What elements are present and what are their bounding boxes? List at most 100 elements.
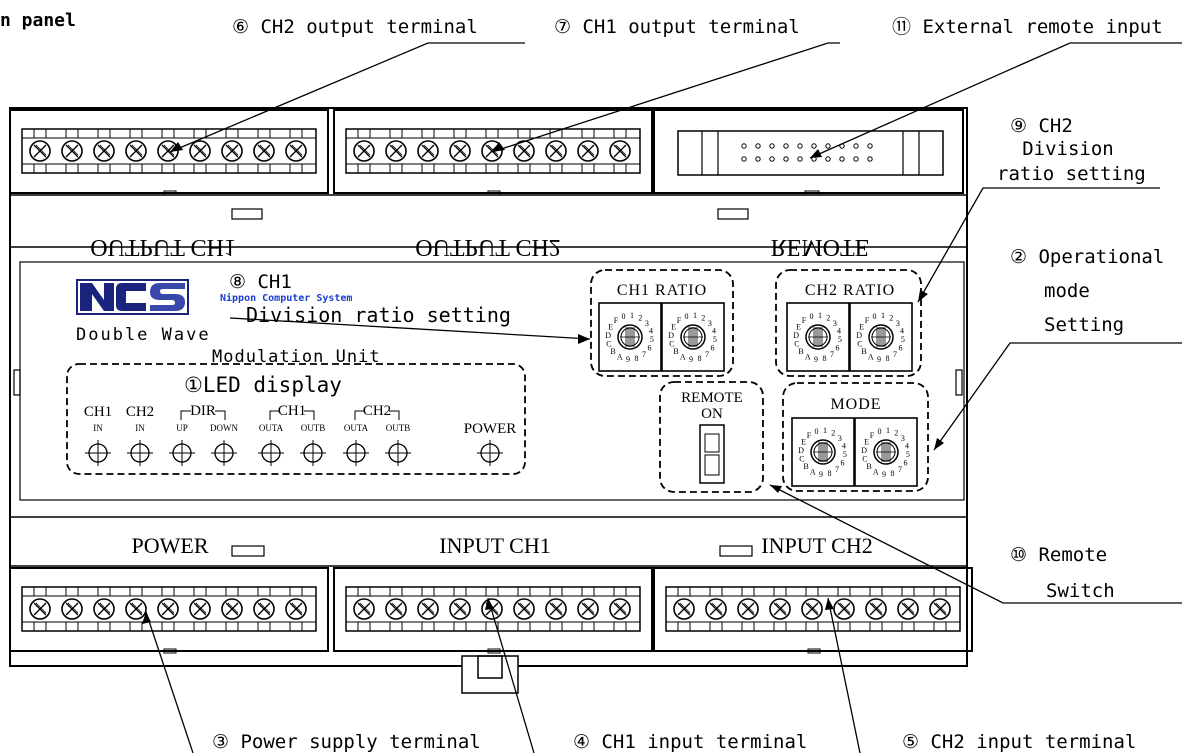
led-label-sub: IN	[93, 423, 103, 433]
callout-ch2-division-l1: ⑨ CH2	[1010, 115, 1073, 137]
terminal-screw[interactable]	[897, 598, 919, 620]
svg-text:5: 5	[838, 335, 842, 344]
terminal-screw[interactable]	[157, 598, 179, 620]
terminal-screw[interactable]	[125, 140, 147, 162]
terminal-screw[interactable]	[833, 598, 855, 620]
led-indicator	[385, 440, 411, 466]
terminal-screw[interactable]	[253, 598, 275, 620]
label-output-ch1: OUTPUT CH1	[90, 234, 236, 260]
svg-text:6: 6	[710, 343, 714, 352]
terminal-screw[interactable]	[221, 598, 243, 620]
terminal-screw[interactable]	[157, 140, 179, 162]
svg-text:F: F	[802, 316, 807, 325]
svg-text:9: 9	[882, 470, 886, 479]
terminal-screw[interactable]	[865, 598, 887, 620]
terminal-screw[interactable]	[353, 598, 375, 620]
terminal-screw[interactable]	[449, 140, 471, 162]
svg-text:C: C	[799, 455, 804, 464]
svg-text:E: E	[859, 323, 864, 332]
led-group-bracket: DIR	[180, 403, 226, 420]
svg-text:1: 1	[630, 311, 634, 320]
connector-pin	[783, 143, 789, 149]
led-indicator	[127, 440, 153, 466]
ch1-ratio-box	[590, 269, 734, 377]
svg-text:F: F	[614, 316, 619, 325]
terminal-screw[interactable]	[929, 598, 951, 620]
callout-operational-mode-l2: mode	[1044, 280, 1090, 302]
led-label-sub: POWER	[464, 421, 517, 437]
terminal-screw[interactable]	[577, 140, 599, 162]
terminal-screw[interactable]	[189, 598, 211, 620]
terminal-screw[interactable]	[513, 598, 535, 620]
terminal-screw[interactable]	[221, 140, 243, 162]
terminal-screw[interactable]	[61, 598, 83, 620]
ch2-output-terminal-block	[9, 109, 329, 196]
terminal-screw[interactable]	[385, 140, 407, 162]
svg-text:8: 8	[828, 469, 832, 478]
connector-pin	[783, 156, 789, 162]
svg-text:E: E	[801, 438, 806, 447]
terminal-screw[interactable]	[29, 140, 51, 162]
callout-ch1-output-terminal: ⑦ CH1 output terminal	[554, 16, 800, 38]
terminal-screw[interactable]	[125, 598, 147, 620]
terminal-screw[interactable]	[253, 140, 275, 162]
terminal-screw[interactable]	[417, 140, 439, 162]
terminal-screw[interactable]	[417, 598, 439, 620]
terminal-screw[interactable]	[769, 598, 791, 620]
terminal-screw[interactable]	[577, 598, 599, 620]
connector-pin	[811, 143, 817, 149]
terminal-screw[interactable]	[385, 598, 407, 620]
terminal-screw[interactable]	[737, 598, 759, 620]
svg-text:F: F	[677, 316, 682, 325]
connector-pin	[797, 156, 803, 162]
terminal-screw[interactable]	[93, 140, 115, 162]
terminal-screw[interactable]	[449, 598, 471, 620]
svg-text:D: D	[861, 446, 867, 455]
led-label-sub: UP	[176, 423, 188, 433]
svg-text:E: E	[608, 323, 613, 332]
svg-text:C: C	[794, 340, 799, 349]
svg-text:4: 4	[905, 441, 909, 450]
remote-connector	[653, 109, 964, 196]
terminal-screw[interactable]	[705, 598, 727, 620]
terminal-screw[interactable]	[353, 140, 375, 162]
led-indicator	[85, 440, 111, 466]
terminal-screw[interactable]	[545, 140, 567, 162]
terminal-screw[interactable]	[189, 140, 211, 162]
terminal-screw[interactable]	[61, 140, 83, 162]
svg-text:3: 3	[645, 319, 649, 328]
svg-text:7: 7	[898, 465, 902, 474]
terminal-screw[interactable]	[93, 598, 115, 620]
terminal-screw[interactable]	[29, 598, 51, 620]
company-name: Nippon Computer System	[220, 292, 352, 304]
terminal-screw[interactable]	[285, 140, 307, 162]
svg-text:1: 1	[881, 311, 885, 320]
svg-text:4: 4	[649, 326, 653, 335]
ch1-ratio-label: CH1 RATIO	[617, 282, 707, 299]
terminal-screw[interactable]	[545, 598, 567, 620]
terminal-screw[interactable]	[609, 598, 631, 620]
connector-pin	[797, 143, 803, 149]
remote-switch[interactable]	[699, 424, 725, 484]
remote-label-l2: ON	[701, 406, 723, 422]
terminal-screw[interactable]	[609, 140, 631, 162]
svg-text:5: 5	[713, 335, 717, 344]
terminal-screw[interactable]	[801, 598, 823, 620]
svg-text:6: 6	[898, 343, 902, 352]
terminal-screw[interactable]	[673, 598, 695, 620]
svg-text:8: 8	[823, 354, 827, 363]
svg-text:A: A	[680, 352, 686, 361]
led-indicator	[477, 440, 503, 466]
callout-operational-mode-l1: ② Operational	[1010, 246, 1164, 268]
svg-text:4: 4	[712, 326, 716, 335]
svg-text:1: 1	[886, 426, 890, 435]
svg-text:DIR: DIR	[190, 403, 216, 419]
terminal-screw[interactable]	[285, 598, 307, 620]
svg-text:3: 3	[708, 319, 712, 328]
